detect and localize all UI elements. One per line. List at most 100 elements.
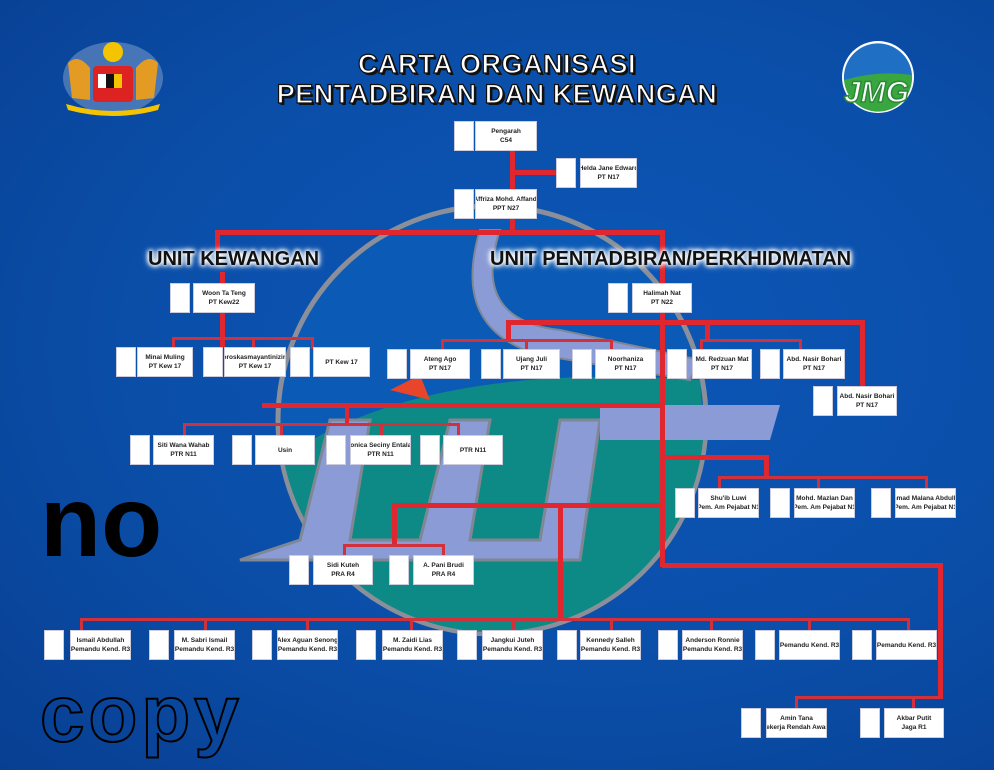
photo-placeholder	[356, 630, 376, 660]
photo-placeholder	[852, 630, 872, 660]
staff-grade: Pem. Am Pejabat N1	[698, 504, 759, 511]
photo-placeholder	[770, 488, 790, 518]
staff-box-woon[interactable]: Woon Ta Teng PT Kew22	[193, 283, 255, 313]
staff-grade: C54	[500, 137, 512, 144]
staff-name: Helda Jane Edward	[580, 165, 637, 172]
staff-grade: PTR N11	[459, 446, 487, 454]
staff-name: Kennedy Salleh	[586, 637, 635, 644]
staff-box-ptr-n11[interactable]: PTR N11	[443, 435, 503, 465]
photo-placeholder	[389, 555, 409, 585]
unit-kewangan-heading: UNIT KEWANGAN	[148, 248, 320, 270]
staff-grade: Pemandu Kend. R3	[174, 646, 235, 653]
photo-placeholder	[387, 349, 407, 379]
staff-box-usin[interactable]: Usin	[255, 435, 315, 465]
photo-placeholder	[170, 283, 190, 313]
staff-name: Shu'ib Luwi	[710, 495, 747, 502]
photo-placeholder	[813, 386, 833, 416]
staff-name: Jangkui Juteh	[490, 637, 535, 644]
staff-name: Minai Muling	[145, 354, 185, 361]
photo-placeholder	[290, 347, 310, 377]
jmg-logo-text: JMG	[844, 76, 909, 109]
staff-grade: PT N17	[855, 402, 879, 409]
staff-grade: PRA R4	[431, 571, 456, 578]
staff-name: Woon Ta Teng	[202, 290, 246, 297]
title-line-2: PENTADBIRAN DAN KEWANGAN	[276, 79, 718, 109]
staff-name: Siti Wana Wahab	[157, 442, 210, 449]
staff-box-ujang[interactable]: Ujang Juli PT N17	[503, 349, 560, 379]
watermark-no: no	[40, 466, 163, 578]
staff-grade: Pemandu Kend. R3	[482, 646, 543, 653]
staff-box-amin[interactable]: Amin TanaPekerja Rendah Awam	[766, 708, 827, 738]
staff-box-pemandu-1[interactable]: Pemandu Kend. R3	[779, 630, 840, 660]
photo-placeholder	[755, 630, 775, 660]
staff-name: Sidi Kuteh	[326, 562, 360, 569]
photo-placeholder	[760, 349, 780, 379]
photo-placeholder	[289, 555, 309, 585]
malaysia-coat-of-arms-logo	[63, 42, 163, 116]
staff-grade: PTR N11	[367, 451, 394, 458]
staff-name: Usin	[277, 446, 293, 454]
staff-grade: Pem. Am Pejabat N1	[794, 504, 855, 511]
staff-grade: Pemandu Kend. R3	[277, 646, 338, 653]
photo-placeholder	[481, 349, 501, 379]
staff-name: Amin Tana	[780, 715, 813, 722]
staff-grade: PT N17	[520, 365, 543, 372]
staff-name: Abd. Nasir Bohari	[786, 356, 842, 363]
staff-grade: Pekerja Rendah Awam	[766, 724, 826, 731]
staff-name: Ismail Abdullah	[76, 637, 125, 644]
staff-grade: Jaga R1	[901, 724, 927, 731]
staff-grade: PT Kew 17	[238, 363, 272, 370]
staff-name: Noorhaniza	[607, 356, 644, 363]
staff-name: Ujang Juli	[515, 356, 548, 363]
staff-name: Mohd. Mazlan Dan	[796, 495, 853, 502]
photo-placeholder	[454, 121, 474, 151]
photo-placeholder	[252, 630, 272, 660]
staff-box-pemandu-2[interactable]: Pemandu Kend. R3	[876, 630, 937, 660]
photo-placeholder	[658, 630, 678, 660]
staff-grade: PT Kew22	[208, 299, 240, 306]
staff-grade: Pemandu Kend. R3	[70, 646, 131, 653]
photo-placeholder	[130, 435, 150, 465]
staff-box-vironica[interactable]: Vironica Seciny EntalangPTR N11	[350, 435, 411, 465]
photo-placeholder	[608, 283, 628, 313]
photo-placeholder	[232, 435, 252, 465]
staff-grade: Pemandu Kend. R3	[682, 646, 743, 653]
staff-name: Akbar Putit	[896, 715, 932, 722]
photo-placeholder	[420, 435, 440, 465]
staff-name: Anderson Ronnie	[685, 637, 740, 644]
staff-box-pt-kew-17[interactable]: PT Kew 17	[313, 347, 370, 377]
staff-grade: Pemandu Kend. R3	[779, 641, 840, 649]
photo-placeholder	[675, 488, 695, 518]
staff-grade: PRA R4	[331, 571, 355, 578]
staff-grade: PT N17	[710, 365, 734, 372]
staff-grade: PT N17	[428, 365, 452, 372]
photo-placeholder	[871, 488, 891, 518]
staff-box-noroskasmayantinizima[interactable]: NoroskasmayantinizimaPT Kew 17	[224, 347, 286, 377]
